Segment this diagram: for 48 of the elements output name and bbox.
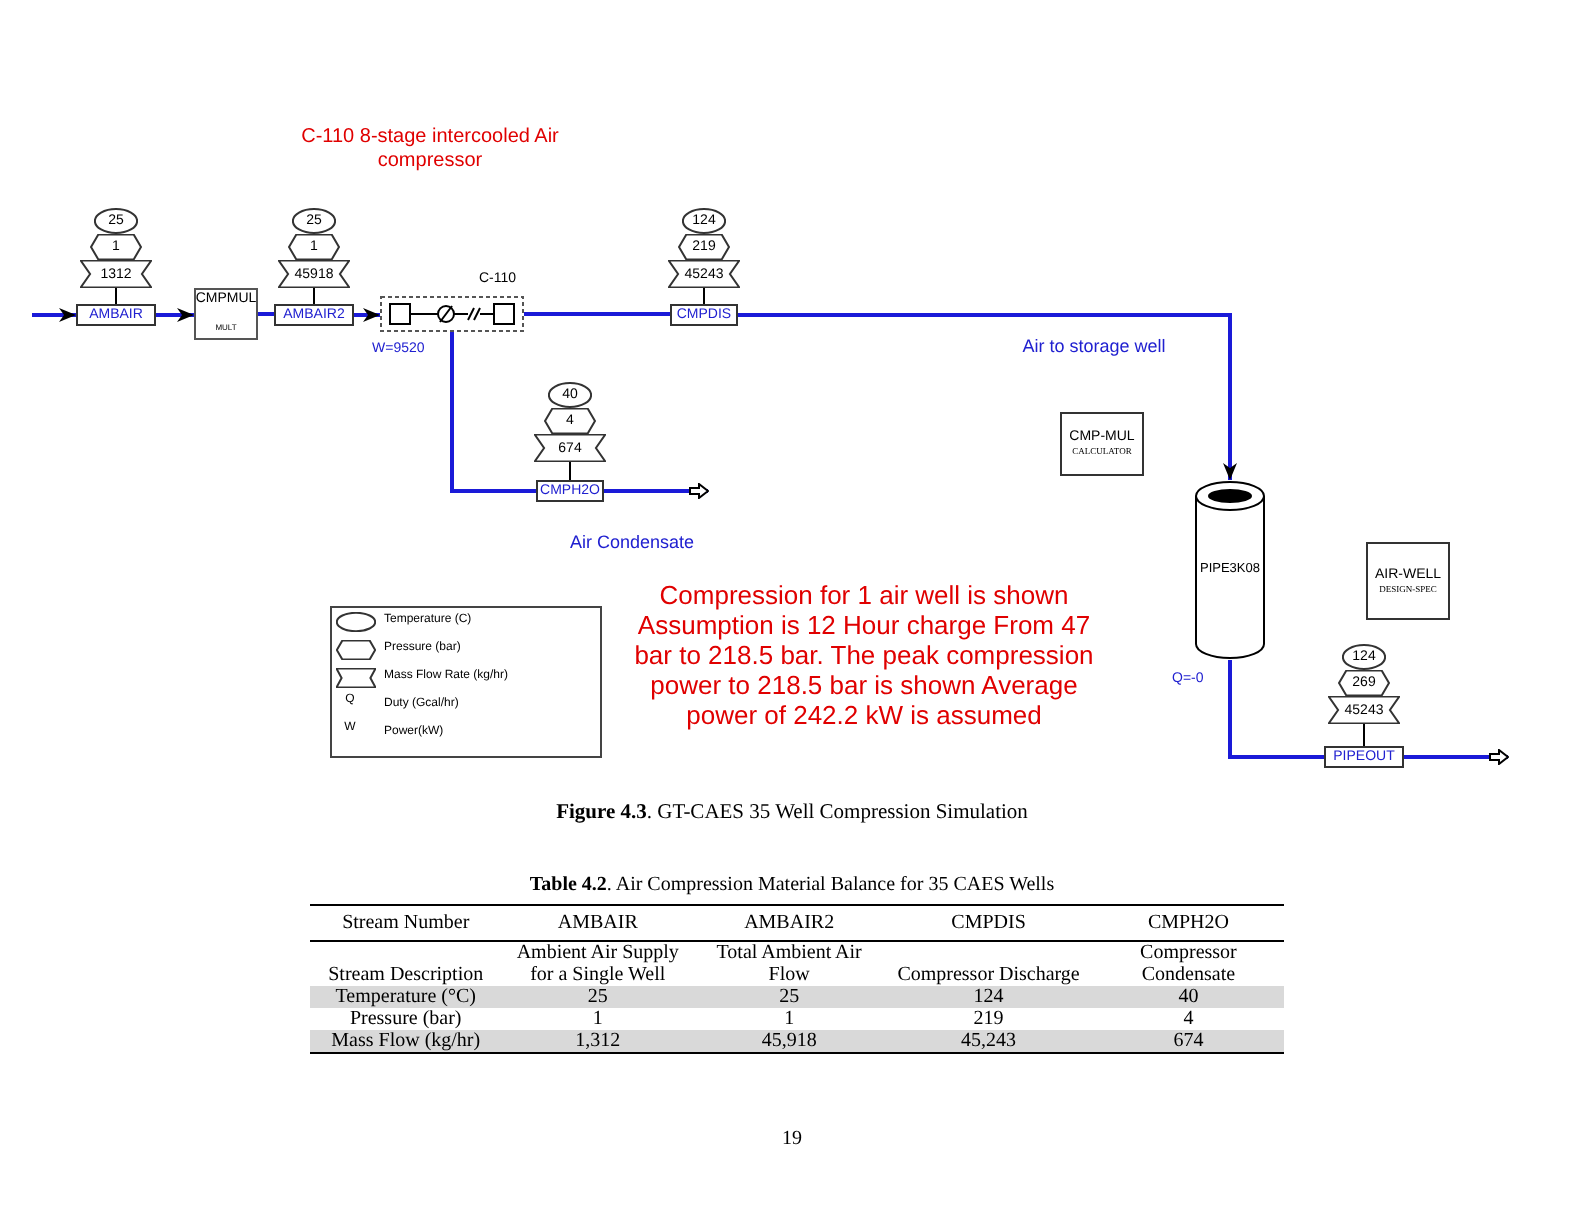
calculator-block: [1060, 412, 1144, 476]
stream-line: [738, 313, 1237, 480]
stream-line: [156, 308, 194, 322]
stream-line: [450, 332, 536, 493]
table-cell: Total Ambient Air Flow: [694, 941, 885, 986]
figure-caption: Figure 4.3. GT-CAES 35 Well Compression Simulation: [554, 802, 1030, 824]
multiplier-block: [194, 288, 258, 340]
table-cell: Ambient Air Supply for a Single Well: [501, 941, 695, 986]
table-cell: 1: [694, 1008, 885, 1030]
note-text: Compression for 1 air well is shown Assumption is 12 Hour charge From 47 bar to 218.5 bar. The peak compression power to 218.5 bar is shown Average power of 242.2 kW is assumed: [632, 580, 1096, 730]
stream-line: [258, 312, 274, 316]
table-cell: 25: [694, 986, 885, 1008]
table-caption: Table 4.2. Air Compression Material Balance for 35 CAES Wells: [527, 874, 1057, 898]
header-cell: CMPDIS: [884, 905, 1093, 941]
stream-note: Air to storage well: [1020, 336, 1168, 358]
stream-line: [524, 312, 670, 316]
stream-arrow: [32, 308, 76, 322]
unit-title: C-110 8-stage intercooled Air compressor: [299, 126, 561, 174]
leader-line: [569, 461, 571, 481]
leader-line: [313, 287, 315, 305]
leader-line: [115, 287, 117, 305]
calculator-block: [1366, 542, 1450, 620]
table-cell: 674: [1092, 1030, 1284, 1053]
header-cell: AMBAIR: [501, 905, 695, 941]
stream-line: [1228, 660, 1324, 759]
table-cell: 1,312: [501, 1030, 695, 1053]
table-cell: 1: [501, 1008, 695, 1030]
page-number: 19: [780, 1128, 804, 1152]
header-cell: AMBAIR2: [694, 905, 885, 941]
table-cell: Compressor Condensate: [1092, 941, 1284, 986]
table-cell: 219: [884, 1008, 1093, 1030]
table-cell: Temperature (°C): [310, 986, 502, 1008]
header-cell: Stream Number: [310, 905, 502, 941]
table-cell: 124: [884, 986, 1093, 1008]
header-cell: CMPH2O: [1092, 905, 1284, 941]
leader-line: [703, 287, 705, 305]
table-cell: 4: [1092, 1008, 1284, 1030]
table-cell: Mass Flow (kg/hr): [310, 1030, 502, 1053]
table-cell: Stream Description: [310, 941, 502, 986]
stream-line: [354, 308, 380, 322]
stream-note: Air Condensate: [567, 532, 697, 554]
table-cell: 45,918: [694, 1030, 885, 1053]
table-cell: 40: [1092, 986, 1284, 1008]
table-cell: Pressure (bar): [310, 1008, 502, 1030]
table-cell: 25: [501, 986, 695, 1008]
table-cell: Compressor Discharge: [884, 941, 1093, 986]
leader-line: [1363, 723, 1365, 747]
table-cell: 45,243: [884, 1030, 1093, 1053]
